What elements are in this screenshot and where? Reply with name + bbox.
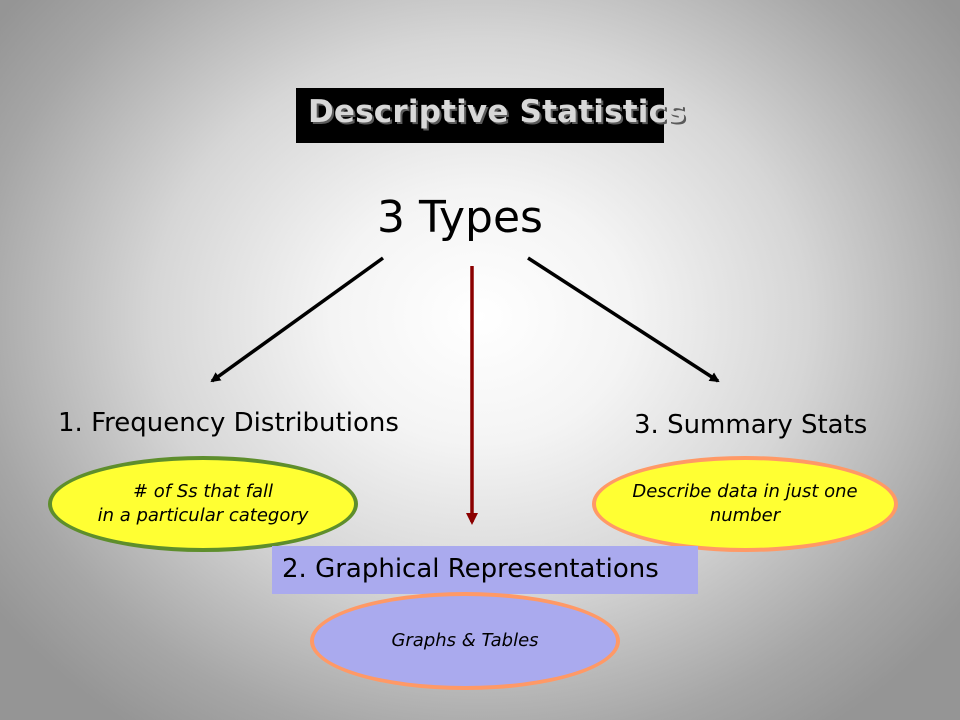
- graphical-description-ellipse: Graphs & Tables: [310, 592, 620, 690]
- frequency-description-line-1: # of Ss that fall: [132, 481, 274, 502]
- summary-description-ellipse: Describe data in just one number: [592, 456, 898, 552]
- summary-description-line-1: Describe data in just one: [632, 481, 858, 502]
- summary-description-line-2: number: [709, 505, 781, 526]
- summary-stats-label: 3. Summary Stats: [634, 410, 868, 440]
- arrow-to-frequency: [210, 256, 385, 383]
- arrow-to-summary: [527, 256, 720, 383]
- slide-title: Descriptive Statistics: [308, 94, 686, 130]
- graphical-representations-box: 2. Graphical Representations: [272, 546, 698, 594]
- frequency-distributions-label: 1. Frequency Distributions: [58, 408, 399, 438]
- graphical-representations-label: 2. Graphical Representations: [282, 554, 659, 584]
- frequency-description-ellipse: # of Ss that fall in a particular catego…: [48, 456, 358, 552]
- graphical-description-line-1: Graphs & Tables: [391, 630, 539, 651]
- frequency-description-line-2: in a particular category: [97, 505, 309, 526]
- title-box: Descriptive Statistics: [296, 88, 686, 143]
- heading-3-types: 3 Types: [377, 192, 543, 243]
